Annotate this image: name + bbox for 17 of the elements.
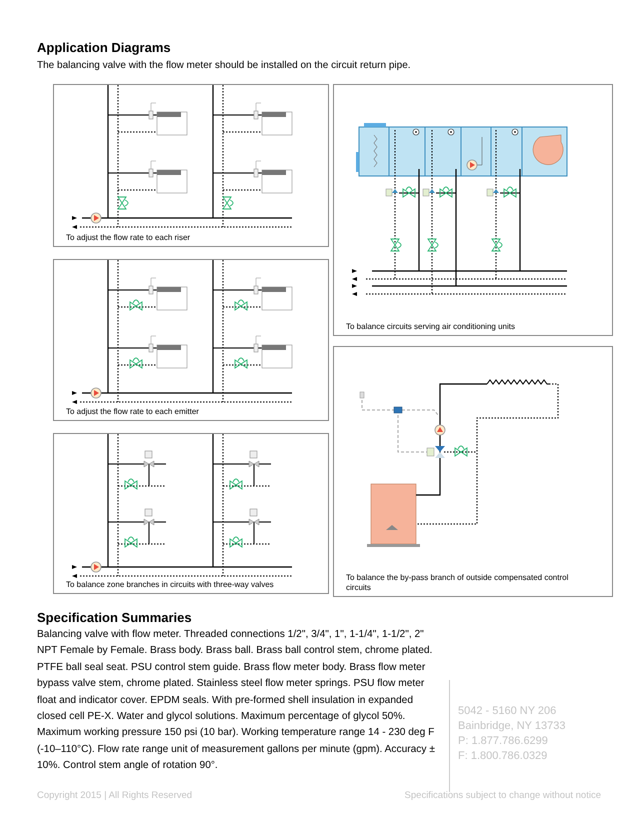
- intro-text: The balancing valve with the flow meter should be installed on the circuit return pipe.: [37, 59, 411, 73]
- panel-caption: To adjust the flow rate to each riser: [66, 233, 192, 243]
- specification-paragraph: Balancing valve with flow meter. Threaded connections 1/2", 3/4", 1", 1-1/4", 1-1/2", 2" NPT Female by Female. Brass body. Brass ball. Brass ball control stem, chrome plated. PTFE ball seal seat. PSU control stem guide. Brass flow meter body. Brass flow meter bypass valve stem, chrome plated. Stainless steel flow meter springs. PSU flow meter float and indicator cover. EPDM seals. With pre-formed shell insulation in expanded closed cell PE-X. Water and glycol solutions. Maximum percentage of glycol 50%. Maximum working pressure 150 psi (10 bar). Working temperature range 14 - 230 deg F (-10–110°C). Flow rate range unit of measurement gallons per minute (gpm). Accuracy ± 10%. Control stem angle of rotation 90°.: [37, 628, 436, 774]
- panel-caption: To balance circuits serving air conditioning units: [346, 322, 516, 332]
- contact-line: 5042 - 5160 NY 206: [458, 704, 558, 719]
- contact-line: P: 1.877.786.6299: [458, 734, 549, 749]
- panel-caption: To adjust the flow rate to each emitter: [66, 407, 200, 417]
- panel-caption: To balance zone branches in circuits with three-way valves: [66, 580, 275, 590]
- diagram-panel: [333, 84, 613, 336]
- section-heading: Specification Summaries: [37, 609, 192, 627]
- panel-caption: To balance the by-pass branch of outside compensated control circuits: [346, 573, 570, 593]
- disclaimer-note: Specifications subject to change without notice: [404, 789, 601, 803]
- page-heading: Application Diagrams: [37, 39, 171, 57]
- contact-line: F: 1.800.786.0329: [458, 749, 548, 764]
- diagram-panel: [333, 346, 613, 597]
- copyright-note: Copyright 2015 | All Rights Reserved: [37, 789, 192, 803]
- contact-line: Bainbridge, NY 13733: [458, 719, 566, 734]
